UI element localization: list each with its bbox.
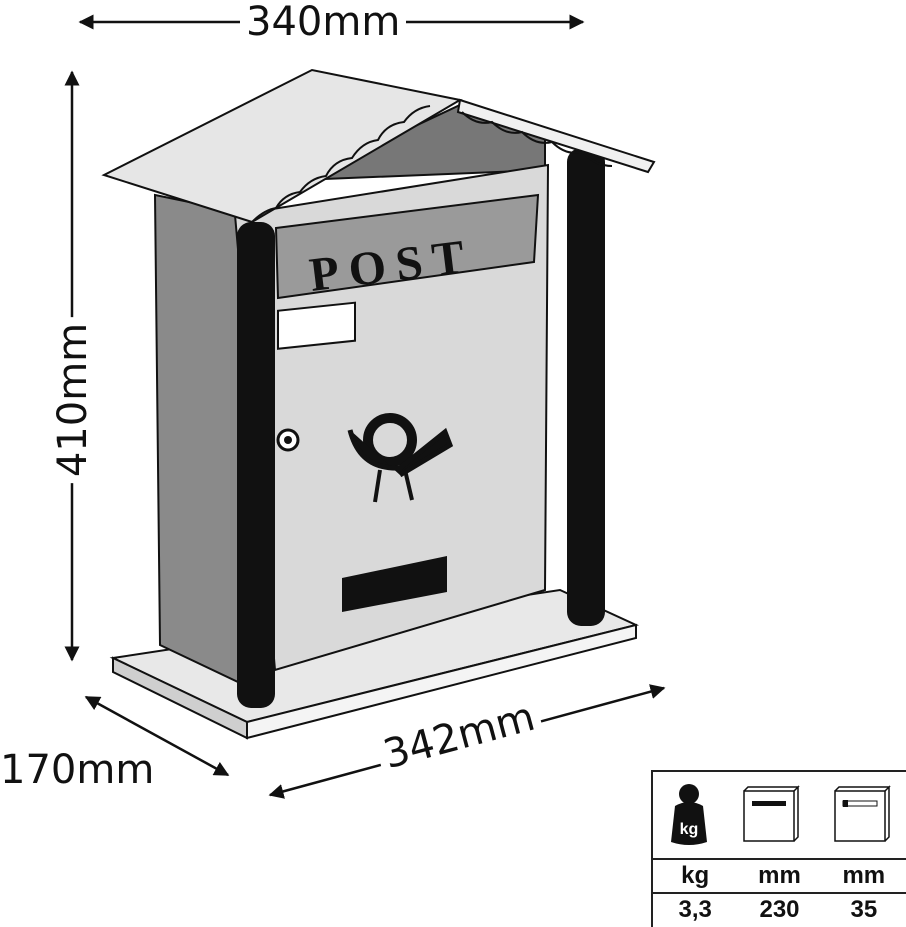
post-sign-band: [274, 193, 540, 300]
letter-slot: [342, 556, 447, 612]
height-label: 410mm: [50, 316, 96, 484]
value-weight: 3,3: [678, 896, 712, 923]
post-horn-icon: [347, 413, 454, 503]
depth-arrow: [84, 695, 230, 777]
values-row: 3,3 230 35: [653, 892, 906, 926]
slot-height-icon: [833, 785, 891, 842]
left-pillar: [237, 222, 275, 708]
right-pillar: [567, 148, 605, 626]
unit-slot-height: mm: [842, 862, 886, 889]
name-plate: [277, 301, 356, 350]
value-slot-width: 230: [759, 896, 800, 923]
mailbox-side: [153, 193, 239, 684]
spec-table: kg kg mm mm 3,3 230 35: [651, 770, 906, 927]
roof-right: [456, 98, 656, 174]
unit-slot-width: mm: [758, 862, 801, 889]
roof-scallops: [251, 105, 613, 223]
top-width-label: 340mm: [240, 2, 407, 42]
slot-width-icon: [742, 785, 800, 842]
depth-label: 170mm: [0, 747, 155, 793]
weight-kg-icon: kg: [670, 784, 707, 845]
unit-weight: kg: [681, 862, 710, 889]
svg-text:kg: kg: [679, 821, 698, 838]
value-slot-height: 35: [850, 896, 878, 923]
units-row: kg mm mm: [653, 858, 906, 892]
